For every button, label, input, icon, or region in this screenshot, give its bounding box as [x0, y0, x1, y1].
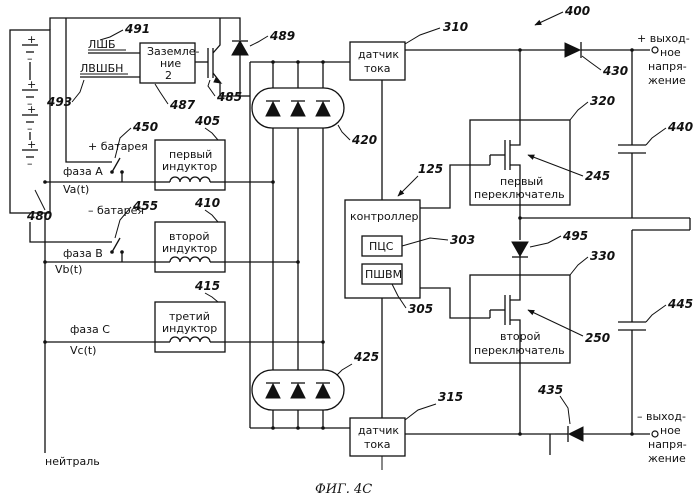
- ref-430: 430: [602, 64, 628, 78]
- ref-445: 445: [667, 297, 693, 311]
- capacitor-445: [618, 322, 646, 330]
- va-label: Va(t): [63, 183, 89, 196]
- ground-label-3: 2: [165, 69, 172, 82]
- ref-440: 440: [667, 120, 693, 134]
- second-inductor: второй индуктор: [155, 222, 225, 272]
- ref-400: 400: [564, 4, 590, 18]
- ref-450: 450: [132, 120, 158, 134]
- out-minus-label-2: ное: [660, 424, 681, 437]
- pcs-label: ПЦС: [369, 240, 394, 253]
- ref-487: 487: [169, 98, 196, 112]
- ref-315: 315: [438, 390, 463, 404]
- neutral-label: нейтраль: [45, 455, 100, 468]
- ref-405: 405: [194, 114, 220, 128]
- sensor-top-label-1: датчик: [358, 48, 399, 61]
- figure-caption: ФИГ. 4С: [315, 482, 372, 497]
- ref-250: 250: [585, 331, 610, 345]
- ref-455: 455: [132, 199, 158, 213]
- middle-diode: [512, 242, 528, 257]
- out-plus-label-2: ное: [660, 46, 681, 59]
- ref-415: 415: [194, 279, 220, 293]
- pshvm-label: ПШВМ: [365, 268, 402, 281]
- antiparallel-diode: [220, 18, 248, 96]
- ref-480: 480: [26, 209, 52, 223]
- switch1-label-1: первый: [500, 175, 543, 188]
- output-diode-bottom: [555, 426, 583, 442]
- switch1-label-2: переключатель: [474, 188, 565, 201]
- ref-425: 425: [353, 350, 379, 364]
- third-inductor: третий индуктор: [155, 302, 225, 352]
- battery-pack: +– +– +– +–: [10, 30, 50, 213]
- ref-410: 410: [194, 196, 220, 210]
- first-inductor: первый индуктор: [155, 140, 225, 190]
- output-diode-top: [565, 42, 581, 58]
- phase-a-label: фаза A: [63, 165, 103, 178]
- svg-text:+: +: [27, 78, 36, 91]
- out-plus-label-3: напря-: [648, 60, 687, 73]
- vb-label: Vb(t): [55, 263, 82, 276]
- capacitor-440: [618, 145, 646, 153]
- ref-320: 320: [590, 94, 615, 108]
- ref-305: 305: [408, 302, 433, 316]
- phase-b-label: фаза B: [63, 247, 103, 260]
- ind1-label-2: индуктор: [162, 160, 217, 173]
- svg-text:–: –: [27, 157, 33, 170]
- out-minus-label-1: – выход-: [637, 410, 686, 423]
- controller-block: контроллер ПЦС ПШВМ: [345, 200, 420, 298]
- vc-label: Vc(t): [70, 344, 96, 357]
- ground-logic-block: Заземле- ние 2: [140, 43, 200, 83]
- ref-489: 489: [269, 29, 295, 43]
- svg-text:+: +: [27, 103, 36, 116]
- bottom-current-sensor: датчик тока: [350, 418, 405, 456]
- first-switch: первый переключатель: [470, 120, 570, 205]
- out-plus-label-1: + выход-: [637, 32, 690, 45]
- out-minus-label-4: жение: [648, 452, 686, 465]
- ref-245: 245: [585, 169, 610, 183]
- ref-125: 125: [418, 162, 443, 176]
- controller-label: контроллер: [350, 210, 419, 223]
- out-plus-label-4: жение: [648, 74, 686, 87]
- lower-diode-bridge: [252, 370, 344, 410]
- ref-420: 420: [351, 133, 377, 147]
- upper-diode-bridge: [252, 88, 344, 128]
- switch2-label-1: второй: [500, 330, 540, 343]
- ref-330: 330: [590, 249, 615, 263]
- sensor-bot-label-1: датчик: [358, 424, 399, 437]
- top-current-sensor: датчик тока: [350, 42, 405, 80]
- sensor-top-label-2: тока: [364, 62, 391, 75]
- out-minus-label-3: напря-: [648, 438, 687, 451]
- ind2-label-2: индуктор: [162, 242, 217, 255]
- ref-435: 435: [537, 383, 563, 397]
- ind3-label-2: индуктор: [162, 322, 217, 335]
- sensor-bot-label-2: тока: [364, 438, 391, 451]
- ref-485: 485: [216, 90, 242, 104]
- phase-c-label: фаза C: [70, 323, 110, 336]
- svg-text:+: +: [27, 33, 36, 46]
- ref-491: 491: [124, 22, 150, 36]
- ref-493: 493: [46, 95, 72, 109]
- ref-310: 310: [443, 20, 468, 34]
- switch2-label-2: переключатель: [474, 344, 565, 357]
- igbt-transistor: [208, 18, 240, 96]
- ref-303: 303: [450, 233, 475, 247]
- svg-text:+: +: [27, 138, 36, 151]
- second-switch: второй переключатель: [470, 275, 570, 363]
- ref-495: 495: [562, 229, 588, 243]
- lvshbn-label: ЛВШБН: [80, 62, 123, 75]
